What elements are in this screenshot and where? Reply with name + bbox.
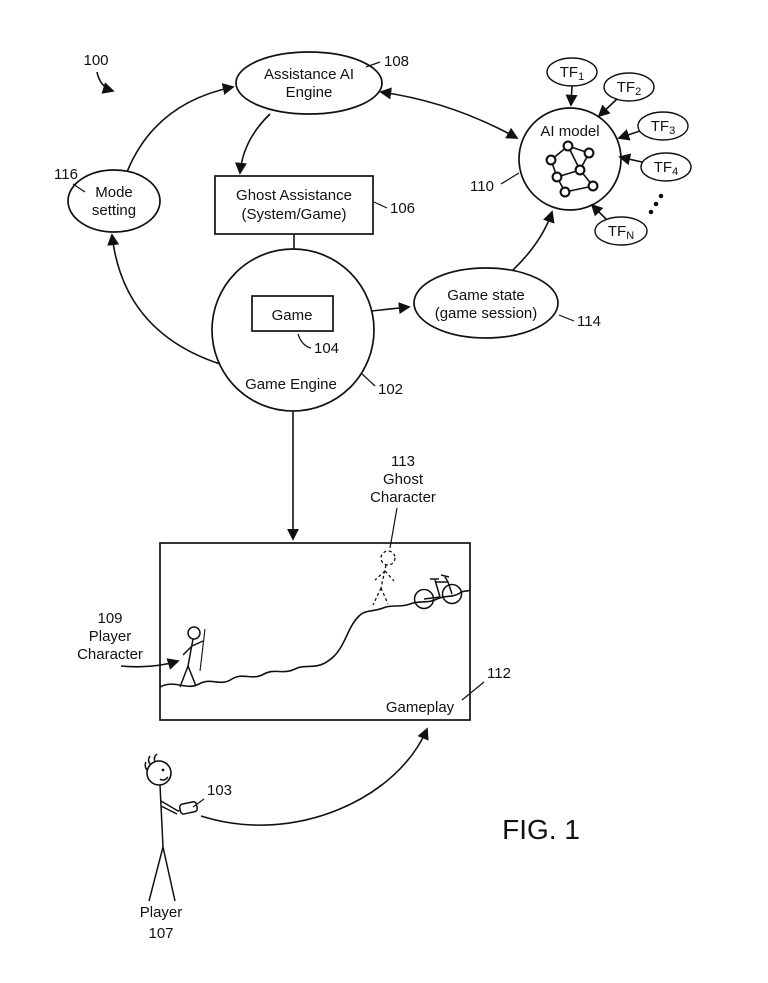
ref-116-leader [72, 183, 86, 193]
terrain-line [159, 589, 471, 688]
tf1-arrow [565, 85, 578, 107]
player-character-label-line2: Character [77, 646, 143, 663]
ref-110-label: 110 [470, 178, 494, 195]
player-label: Player [140, 904, 183, 921]
game-label: Game [272, 307, 313, 324]
controller-icon [178, 801, 199, 815]
gameplay-label: Gameplay [386, 699, 455, 716]
ref-108-label: 108 [384, 53, 409, 70]
game-state-label-line2: (game session) [435, 305, 538, 322]
game-state-label-line1: Game state [447, 287, 525, 304]
tf4-node [640, 152, 692, 182]
gamestate-to-aimodel-arrow [512, 210, 555, 271]
game-engine-label: Game Engine [245, 376, 337, 393]
tf2-node [603, 72, 655, 102]
tf1-label: TF1 [560, 64, 584, 83]
tf3-node [637, 111, 689, 141]
ghost-character-ref-label: 113 [391, 453, 415, 470]
assistance-ai-engine-node [235, 51, 383, 115]
tf-ellipsis-dots [648, 193, 664, 215]
ai-model-label: AI model [540, 123, 599, 140]
mode-setting-label-line1: Mode [95, 184, 133, 201]
ref-116-label: 116 [54, 166, 78, 183]
ghost-assistance-label-line1: Ghost Assistance [236, 187, 352, 204]
figure-title: FIG. 1 [502, 814, 580, 845]
ghost-assistance-node [214, 175, 374, 235]
ref-112-label: 112 [487, 665, 511, 682]
tf2-label: TF2 [617, 79, 641, 98]
ref-112-leader [461, 681, 485, 701]
mode-setting-label-line2: setting [92, 202, 136, 219]
tf4-arrow [618, 153, 643, 166]
assistance-ai-engine-label-line2: Engine [286, 84, 333, 101]
player-input-arrow [200, 727, 429, 826]
tf3-label: TF3 [651, 118, 675, 137]
ref-103-label: 103 [207, 782, 232, 799]
tf3-arrow [617, 129, 641, 141]
tf2-arrow [597, 98, 618, 118]
ghost-character-label-line2: Character [370, 489, 436, 506]
assistance-to-ghost-arrow [234, 113, 271, 175]
ghost-assistance-label-line2: (System/Game) [241, 206, 346, 223]
gameengine-to-modesetting-arrow [107, 233, 221, 365]
tf4-label: TF4 [654, 159, 678, 178]
ghost-character-label-line1: Ghost [383, 471, 424, 488]
ref-102-leader [360, 372, 376, 387]
player-character-label-line1: Player [89, 628, 132, 645]
player-character-ref-label: 109 [97, 610, 122, 627]
mode-setting-node [67, 169, 161, 233]
ref-114-label: 114 [577, 313, 601, 330]
game-node [251, 295, 334, 332]
system-ref-arrow [96, 71, 115, 94]
ghost-character-figure [372, 550, 396, 606]
mode-to-assistance-arrow [126, 83, 235, 173]
assistance-aimodel-double-arrow [379, 87, 519, 139]
ref-103-leader [192, 798, 205, 808]
assistance-ai-engine-label-line1: Assistance AI [264, 66, 354, 83]
bicycle-icon [413, 574, 463, 610]
player-figure [144, 753, 199, 902]
ref-110-leader [500, 172, 520, 185]
gameplay-window [159, 542, 471, 721]
tfn-label: TFN [608, 223, 634, 242]
ref-106-label: 106 [390, 200, 415, 217]
ghost-character-leader [389, 507, 398, 549]
ref-102-label: 102 [378, 381, 403, 398]
ref-104-leader [297, 333, 312, 349]
neural-network-icon [545, 140, 599, 198]
ref-104-label: 104 [314, 340, 339, 357]
ref-107-label: 107 [148, 925, 173, 942]
ref-114-leader [558, 314, 575, 322]
game-state-node [413, 267, 559, 339]
player-character-figure [179, 626, 206, 688]
ref-106-leader [373, 201, 388, 209]
system-ref-label: 100 [83, 52, 108, 69]
tfn-node [594, 216, 648, 246]
player-character-pointer-arrow [120, 658, 180, 670]
tfn-arrow [590, 203, 607, 220]
ref-108-leader [365, 61, 381, 68]
